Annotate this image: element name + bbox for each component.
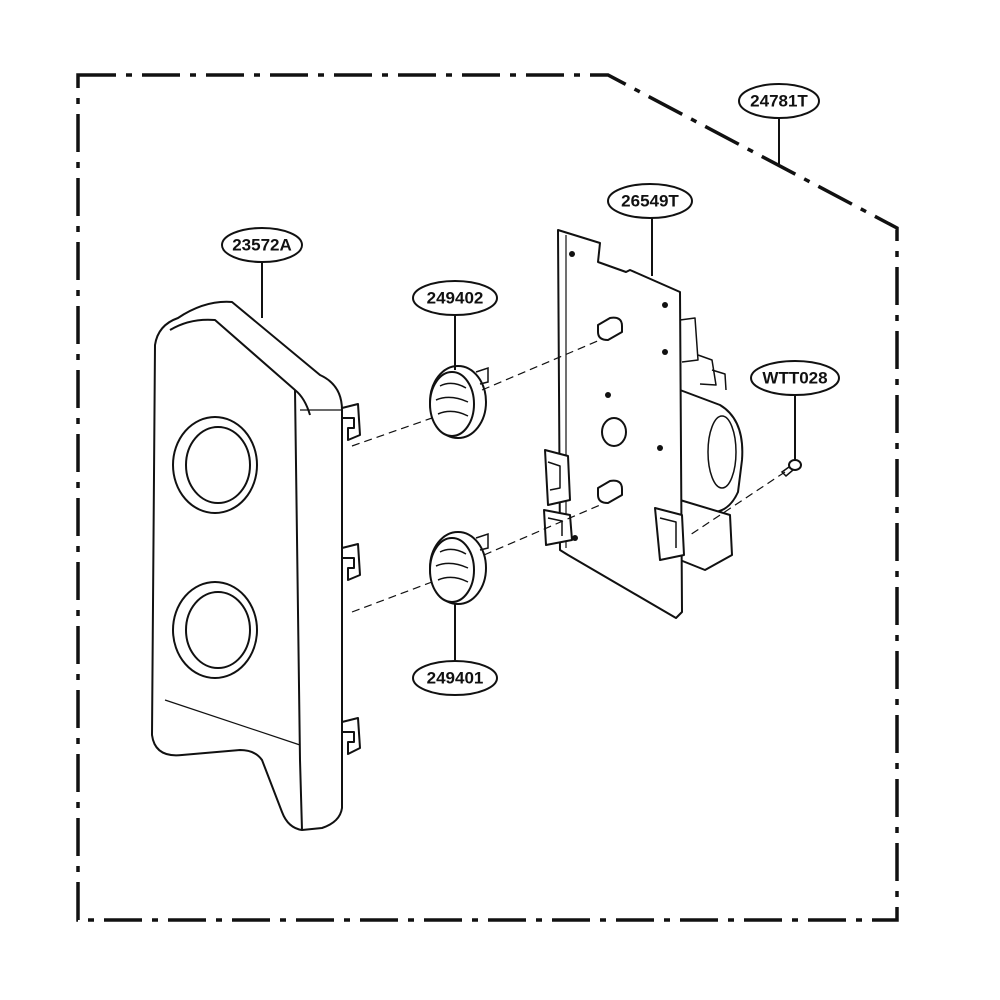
control-panel-body bbox=[151, 300, 343, 831]
callout-label-knob-upper: 249402 bbox=[427, 289, 484, 308]
panel-clip-top bbox=[341, 403, 361, 441]
callout-screw: WTT028 bbox=[750, 360, 840, 396]
callout-assembly: 24781T bbox=[738, 83, 820, 119]
control-panel bbox=[151, 300, 361, 831]
timer-motor bbox=[679, 389, 744, 513]
timer-bracket bbox=[543, 229, 744, 619]
panel-clip-bottom bbox=[341, 717, 361, 755]
assembly-boundary bbox=[76, 73, 899, 922]
knob-lower bbox=[429, 531, 489, 605]
callout-label-timer-bracket: 26549T bbox=[621, 192, 679, 211]
timer-plate bbox=[557, 229, 683, 619]
callout-knob-lower: 249401 bbox=[412, 660, 498, 696]
callout-label-control-panel: 23572A bbox=[232, 236, 292, 255]
callout-label-knob-lower: 249401 bbox=[427, 669, 484, 688]
knob-upper bbox=[429, 365, 489, 439]
leader-lines bbox=[261, 118, 796, 660]
callout-label-screw: WTT028 bbox=[762, 369, 827, 388]
callout-knob-upper: 249402 bbox=[412, 280, 498, 316]
panel-clip-middle bbox=[341, 543, 361, 581]
screw bbox=[780, 459, 802, 478]
assembly-lines bbox=[351, 339, 786, 613]
callout-control-panel: 23572A bbox=[221, 227, 303, 263]
callout-timer-bracket: 26549T bbox=[607, 183, 693, 219]
callout-label-assembly: 24781T bbox=[750, 92, 808, 111]
